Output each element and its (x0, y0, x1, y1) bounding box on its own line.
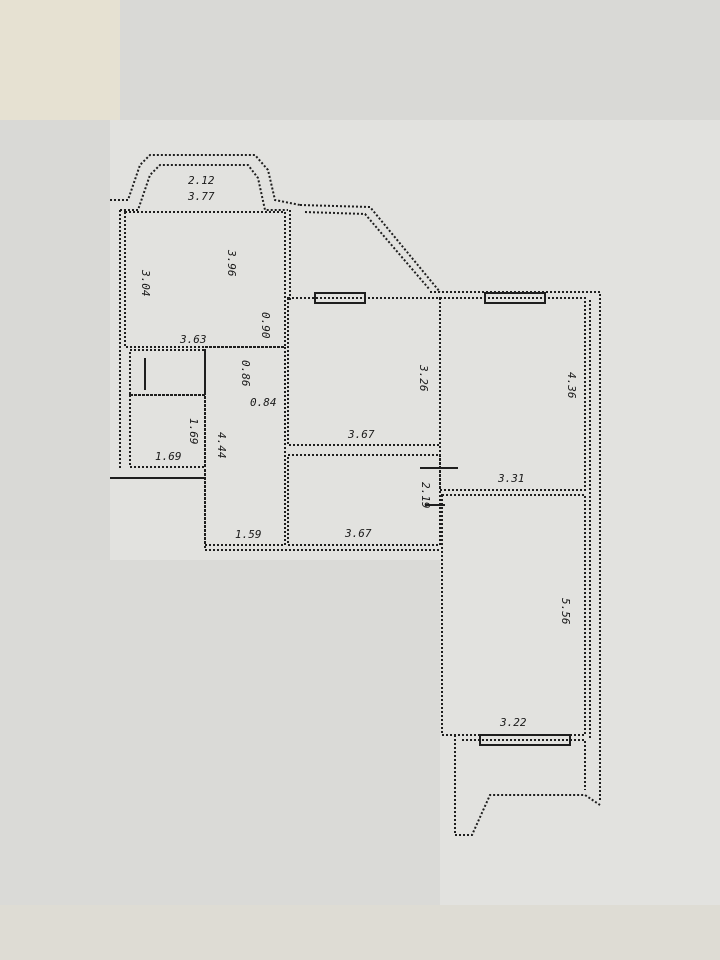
corridor-length: 4.44 (215, 432, 228, 459)
room-middle-width: 3.67 (348, 428, 375, 441)
kitchen-side: 3.04 (139, 270, 152, 297)
bathroom-depth: 0.84 (250, 396, 277, 409)
kitchen-bottom: 3.63 (180, 333, 207, 346)
loggia (289, 204, 441, 300)
kitchen-width: 3.77 (188, 190, 215, 203)
tape (0, 0, 120, 120)
bathroom-width: 0.86 (239, 360, 252, 387)
paper-shadow (0, 560, 440, 905)
room-right-lower-length: 5.56 (559, 598, 572, 625)
room-right-width: 3.31 (498, 472, 525, 485)
room-bottom-depth: 2.19 (419, 482, 432, 509)
room-bottom-width: 3.67 (345, 527, 372, 540)
room-right-length: 4.36 (565, 372, 578, 399)
toilet-depth: 1.69 (187, 418, 200, 445)
tape (0, 905, 720, 960)
kitchen-length: 3.96 (225, 250, 238, 277)
kitchen-niche: 0.90 (259, 312, 272, 339)
toilet-width: 1.69 (155, 450, 182, 463)
room-right-lower-width: 3.22 (500, 716, 527, 729)
corridor-width: 1.59 (235, 528, 262, 541)
kitchen (110, 154, 301, 348)
kitchen-bay-width: 2.12 (188, 174, 215, 187)
walls (110, 210, 601, 836)
room-middle-length: 3.26 (417, 365, 430, 392)
